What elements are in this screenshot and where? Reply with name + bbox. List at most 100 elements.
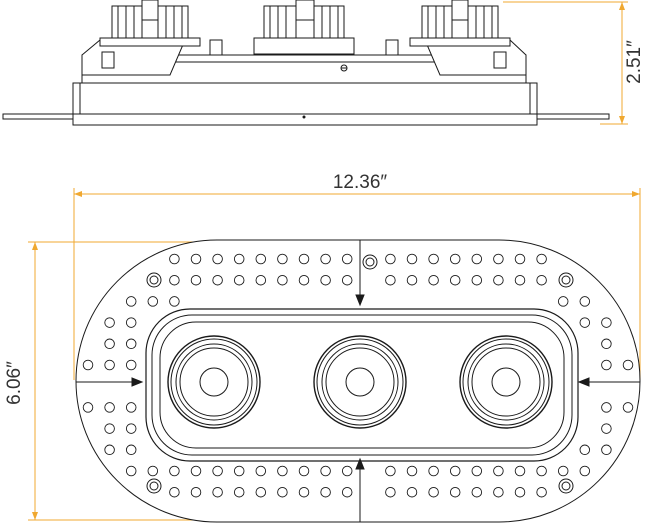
perforation-hole	[255, 274, 267, 286]
perforation-hole	[190, 465, 202, 477]
perforation-hole	[169, 296, 180, 307]
height-label: 2.51″	[624, 40, 645, 84]
perforation-hole	[579, 296, 591, 307]
perforation-hole	[298, 274, 310, 286]
perforation-hole	[406, 486, 418, 498]
perforation-hole	[233, 486, 245, 498]
inner-frame-outer	[145, 308, 579, 462]
perforation-hole	[471, 486, 483, 498]
perforation-hole	[169, 465, 180, 477]
perforation-hole	[320, 465, 331, 477]
perforation-hole	[428, 274, 439, 286]
perforation-hole	[601, 317, 612, 328]
perforation-hole	[255, 465, 267, 477]
perforation-hole	[255, 486, 267, 498]
arrow-bottom	[355, 457, 365, 522]
perforation-hole	[125, 444, 137, 456]
width-label: 12.36″	[333, 172, 388, 193]
side-fixture-3	[409, 0, 511, 47]
perforation-hole	[125, 465, 137, 477]
perforation-hole	[514, 274, 526, 286]
perforation-hole	[579, 317, 591, 328]
perforation-hole	[320, 253, 331, 265]
perforation-hole	[449, 465, 461, 477]
perforation-hole	[277, 465, 288, 477]
perforation-hole	[125, 338, 137, 350]
perforation-hole	[449, 486, 461, 498]
perforation-hole	[169, 274, 180, 286]
perforation-hole	[298, 486, 310, 498]
perforation-hole	[104, 444, 115, 456]
perforation-hole	[471, 253, 483, 265]
depth-label: 6.06″	[4, 361, 25, 405]
perforation-hole	[493, 465, 504, 477]
perforation-hole	[104, 338, 115, 350]
perforation-hole	[622, 402, 634, 413]
perforation-hole	[320, 274, 331, 286]
perforation-hole	[536, 465, 547, 477]
perforation-hole	[104, 317, 115, 328]
perforation-hole	[536, 253, 547, 265]
perforation-hole	[557, 465, 569, 477]
perforation-hole	[514, 486, 526, 498]
perforation-hole	[147, 465, 159, 477]
perforation-hole	[277, 486, 288, 498]
perforation-hole	[190, 486, 202, 498]
perforation-hole	[212, 486, 223, 498]
perforation-hole	[277, 274, 288, 286]
perforation-hole	[449, 274, 461, 286]
perforation-hole	[385, 253, 396, 265]
perforation-hole	[406, 253, 418, 265]
perforation-hole	[428, 486, 439, 498]
perforation-hole	[212, 253, 223, 265]
perforation-hole	[125, 296, 137, 307]
perforation-hole	[385, 465, 396, 477]
perforation-hole	[341, 274, 353, 286]
arrow-right	[577, 377, 640, 387]
depth-dimension	[28, 241, 210, 521]
perforation-hole	[514, 253, 526, 265]
arrow-top	[355, 240, 365, 307]
perforation-hole	[82, 402, 94, 413]
perforation-hole	[514, 465, 526, 477]
perforation-hole	[601, 444, 612, 456]
perforation-hole	[320, 486, 331, 498]
top-view	[75, 239, 641, 523]
perforation-hole	[147, 296, 159, 307]
perforation-hole	[579, 444, 591, 456]
perforation-hole	[190, 253, 202, 265]
perforation-hole	[104, 402, 115, 413]
perforation-hole	[449, 253, 461, 265]
perforation-hole	[385, 486, 396, 498]
perforation-hole	[169, 486, 180, 498]
inner-frame-inner	[159, 321, 565, 449]
perforation-hole	[622, 359, 634, 371]
side-fixture-1	[99, 0, 201, 47]
height-dimension	[503, 1, 628, 125]
perforation-grid	[82, 253, 634, 498]
perforation-hole	[104, 423, 115, 434]
perforation-hole	[298, 465, 310, 477]
side-fixture-2	[253, 0, 355, 55]
lamp-opening-1	[167, 335, 261, 429]
perforation-hole	[385, 274, 396, 286]
perforation-hole	[493, 486, 504, 498]
side-view	[2, 0, 610, 126]
perforation-hole	[233, 253, 245, 265]
perforation-hole	[428, 465, 439, 477]
perforation-hole	[471, 465, 483, 477]
perforation-hole	[557, 296, 569, 307]
perforation-hole	[212, 274, 223, 286]
lamp-opening-3	[459, 335, 553, 429]
perforation-hole	[406, 465, 418, 477]
perforation-hole	[341, 253, 353, 265]
width-dimension	[73, 188, 641, 380]
perforation-hole	[493, 253, 504, 265]
perforation-hole	[601, 359, 612, 371]
perforation-hole	[169, 253, 180, 265]
perforation-hole	[601, 338, 612, 350]
mounting-screws	[146, 254, 574, 494]
perforation-hole	[536, 274, 547, 286]
perforation-hole	[104, 359, 115, 371]
